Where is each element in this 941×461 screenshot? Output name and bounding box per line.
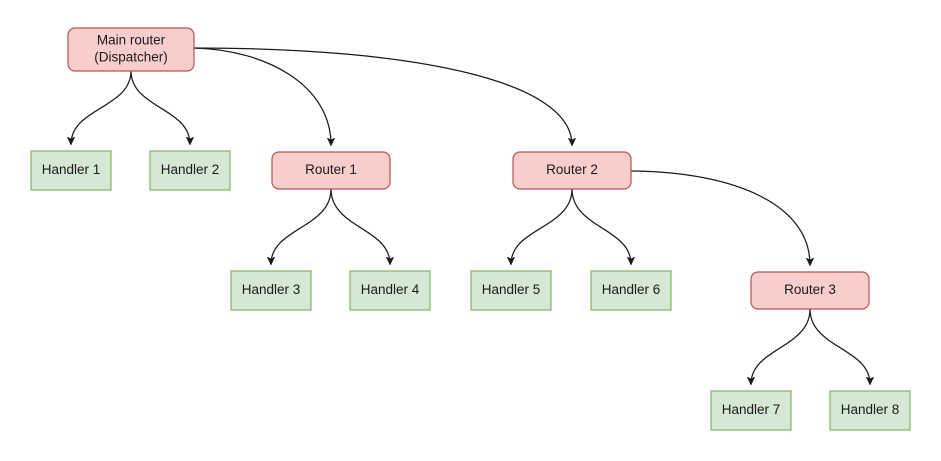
node-box-handler-7[interactable] (710, 390, 792, 431)
node-box-handler-5[interactable] (470, 270, 552, 311)
nodes-group: Main router (Dispatcher) Handler 1 Handler … (30, 27, 911, 431)
edge-router-2-to-router-3 (630, 170, 810, 265)
node-router-2[interactable]: Router 2 (512, 151, 632, 190)
node-box-handler-8[interactable] (829, 390, 911, 431)
node-router-1[interactable]: Router 1 (271, 151, 391, 190)
node-handler-4[interactable]: Handler 4 (349, 270, 431, 311)
node-label-handler-8: Handler 8 (841, 402, 900, 417)
node-label-router-2: Router 2 (546, 162, 598, 177)
node-label-router-1: Router 1 (305, 162, 357, 177)
node-box-handler-6[interactable] (590, 270, 672, 311)
node-box-router-1[interactable] (271, 151, 391, 190)
node-box-handler-2[interactable] (149, 150, 231, 191)
edge-router-1-to-handler-4 (330, 188, 390, 264)
node-label-handler-6: Handler 6 (602, 282, 661, 297)
node-box-main-router[interactable] (67, 27, 195, 72)
node-handler-7[interactable]: Handler 7 (710, 390, 792, 431)
node-box-router-2[interactable] (512, 151, 632, 190)
node-router-3[interactable]: Router 3 (750, 271, 870, 310)
node-label-router-3: Router 3 (784, 282, 836, 297)
node-handler-8[interactable]: Handler 8 (829, 390, 911, 431)
edge-router-1-to-handler-3 (271, 188, 332, 264)
node-box-handler-3[interactable] (230, 270, 312, 311)
node-label-handler-3: Handler 3 (242, 282, 301, 297)
node-label-main-router: (Dispatcher) (94, 50, 168, 65)
edge-main-to-router-1 (193, 47, 331, 145)
node-label-handler-7: Handler 7 (722, 402, 781, 417)
edge-router-2-to-handler-6 (571, 188, 631, 264)
node-label-handler-4: Handler 4 (361, 282, 420, 297)
node-box-handler-4[interactable] (349, 270, 431, 311)
edge-router-3-to-handler-8 (809, 308, 870, 384)
node-label-handler-2: Handler 2 (161, 162, 220, 177)
node-label-handler-1: Handler 1 (42, 162, 101, 177)
node-label-main-router: Main router (97, 33, 166, 48)
node-main-router[interactable]: Main router (Dispatcher) (67, 27, 195, 72)
node-handler-5[interactable]: Handler 5 (470, 270, 552, 311)
edge-main-to-handler-2 (130, 70, 190, 144)
node-label-handler-5: Handler 5 (482, 282, 541, 297)
node-handler-1[interactable]: Handler 1 (30, 150, 112, 191)
node-handler-2[interactable]: Handler 2 (149, 150, 231, 191)
edge-main-to-handler-1 (71, 70, 132, 144)
node-handler-6[interactable]: Handler 6 (590, 270, 672, 311)
node-box-router-3[interactable] (750, 271, 870, 310)
edges-group (71, 47, 870, 384)
edge-main-to-router-2 (193, 47, 572, 145)
edge-router-2-to-handler-5 (511, 188, 573, 264)
edge-router-3-to-handler-7 (751, 308, 811, 384)
node-handler-3[interactable]: Handler 3 (230, 270, 312, 311)
node-box-handler-1[interactable] (30, 150, 112, 191)
